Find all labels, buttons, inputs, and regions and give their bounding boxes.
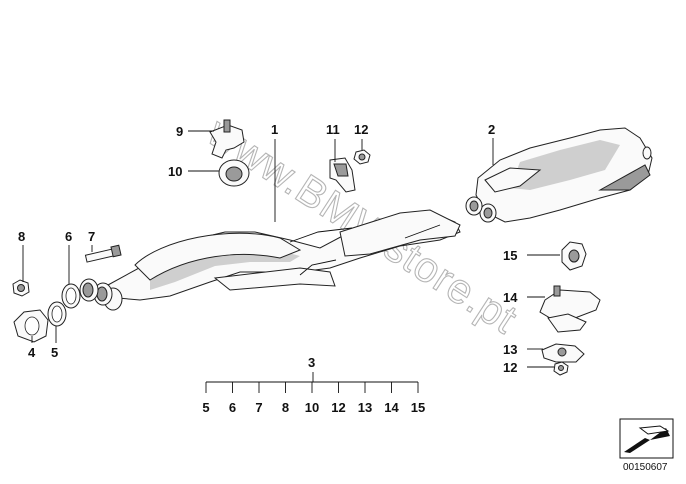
set-part-number: 5 <box>202 400 209 415</box>
callout-14: 14 <box>503 290 518 305</box>
callout-2: 2 <box>488 122 495 137</box>
diagram-code-box: 00150607 <box>619 418 674 473</box>
nut-12-upper <box>353 149 371 165</box>
diagram-code: 00150607 <box>623 462 668 473</box>
clamp-9 <box>209 119 245 159</box>
callout-15: 15 <box>503 248 517 263</box>
callout-7: 7 <box>88 229 95 244</box>
callout-4: 4 <box>28 345 36 360</box>
callout-3: 3 <box>308 355 315 370</box>
flange-gasket-4 <box>13 309 49 343</box>
bracket-14 <box>539 285 601 333</box>
callout-8: 8 <box>18 229 25 244</box>
bracket-13 <box>541 343 585 363</box>
callout-11: 11 <box>326 122 340 137</box>
leader-lines <box>22 130 560 368</box>
callout-5: 5 <box>51 345 58 360</box>
set-part-number: 7 <box>255 400 262 415</box>
nut-12-lower <box>553 361 569 376</box>
set-part-number: 10 <box>305 400 319 415</box>
callout-6: 6 <box>65 229 72 244</box>
rubber-mount-10 <box>218 159 250 187</box>
set-part-number: 15 <box>411 400 425 415</box>
front-pipe-assembly <box>79 209 461 311</box>
seal-ring-6 <box>61 283 81 309</box>
rear-silencer <box>465 127 653 223</box>
set-part-number: 8 <box>282 400 289 415</box>
set-part-number: 13 <box>358 400 372 415</box>
callout-1: 1 <box>271 122 278 137</box>
set-contents-bracket: 5 6 7 8 10 12 13 14 15 <box>202 372 425 415</box>
rubber-mount-15 <box>561 241 587 271</box>
bracket-11 <box>329 157 356 193</box>
seal-ring-5 <box>47 301 67 327</box>
set-part-number: 12 <box>331 400 345 415</box>
callout-numbers: 1 2 9 10 11 12 8 6 7 4 5 15 14 13 12 3 <box>18 122 518 375</box>
bolt-7 <box>84 244 122 263</box>
callout-12-lower: 12 <box>503 360 517 375</box>
callout-12-upper: 12 <box>354 122 368 137</box>
nut-8 <box>12 279 30 297</box>
callout-9: 9 <box>176 124 183 139</box>
set-part-number: 14 <box>384 400 399 415</box>
callout-10: 10 <box>168 164 182 179</box>
set-part-number: 6 <box>229 400 236 415</box>
callout-13: 13 <box>503 342 517 357</box>
